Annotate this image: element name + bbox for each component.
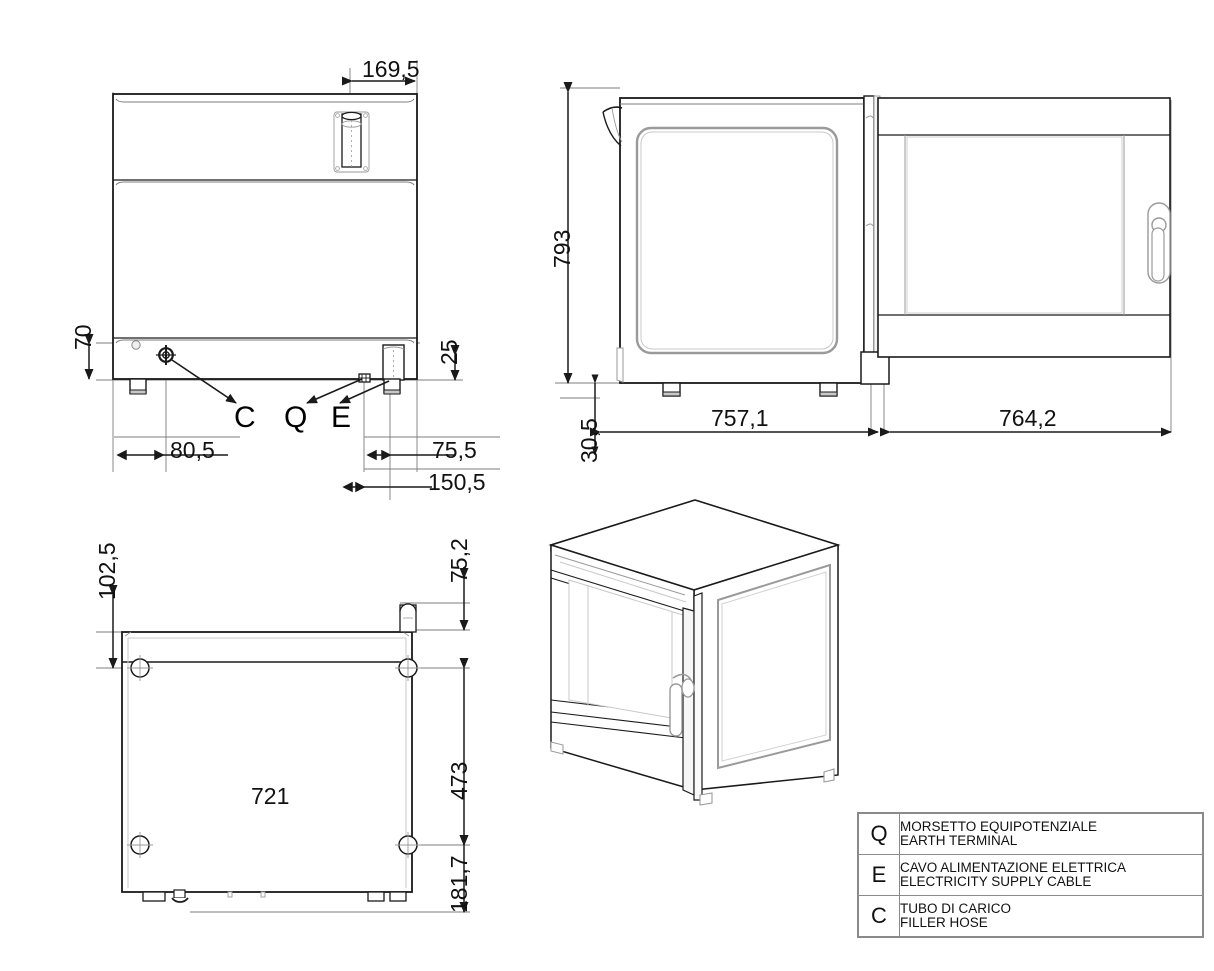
earth-terminal-block [358,373,371,383]
dim-473: 473 [446,761,472,800]
side-elevation-view [555,82,1172,456]
iso-door-handle [669,673,695,737]
legend-row-q: Q MORSETTO EQUIPOTENZIALE EARTH TERMINAL [858,813,1203,855]
plan-vent-stub [399,603,417,633]
callout-c: C [234,401,256,434]
legend-desc-e-en: ELECTRICITY SUPPLY CABLE [900,874,1092,889]
leader-c [171,359,237,404]
dim-75-2: 75,2 [446,538,472,583]
legend-row-e: E CAVO ALIMENTAZIONE ELETTRICA ELECTRICI… [858,854,1203,896]
leader-e [339,380,390,404]
callout-e: E [331,401,352,434]
door-handle [1147,202,1171,284]
dim-70: 70 [70,324,96,350]
legend-key-q: Q [858,813,900,855]
isometric-view [548,499,841,806]
legend-key-e: E [858,854,900,896]
dim-757-1: 757,1 [711,405,769,431]
leader-q [306,378,363,404]
plan-filler-fitting [171,889,189,903]
supply-cable-gland [382,344,405,381]
legend-table: Q MORSETTO EQUIPOTENZIALE EARTH TERMINAL… [857,812,1204,938]
dim-764-2: 764,2 [999,405,1057,431]
dim-102-5: 102,5 [94,542,120,600]
chimney-vent [333,111,370,173]
legend-desc-q-it: MORSETTO EQUIPOTENZIALE [900,818,1098,834]
dim-793: 793 [549,229,575,268]
rear-elevation-view [84,60,500,500]
callout-q: Q [284,401,308,434]
dim-150-5: 150,5 [428,469,486,495]
legend-row-c: C TUBO DI CARICO FILLER HOSE [858,895,1203,937]
legend-desc-q: MORSETTO EQUIPOTENZIALE EARTH TERMINAL [899,813,1203,855]
legend-desc-e-it: CAVO ALIMENTAZIONE ELETTRICA [900,859,1127,875]
legend-desc-c-it: TUBO DI CARICO [900,900,1012,916]
dim-169-5: 169,5 [362,56,420,82]
dim-30-5: 30,5 [576,418,602,463]
legend-key-c: C [858,895,900,937]
filler-hose-fitting [156,345,176,365]
dim-75-5: 75,5 [432,437,477,463]
legend-desc-c: TUBO DI CARICO FILLER HOSE [899,895,1203,937]
open-door-panel [877,97,1171,358]
dim-721: 721 [251,783,290,809]
legend-desc-q-en: EARTH TERMINAL [900,833,1018,848]
dim-181-7: 181,7 [446,855,472,913]
legend-desc-c-en: FILLER HOSE [900,915,988,930]
plan-view [96,568,470,913]
dim-80-5: 80,5 [170,437,215,463]
mounting-holes [127,655,421,858]
legend-desc-e: CAVO ALIMENTAZIONE ELETTRICA ELECTRICITY… [899,854,1203,896]
dim-25: 25 [436,339,462,365]
